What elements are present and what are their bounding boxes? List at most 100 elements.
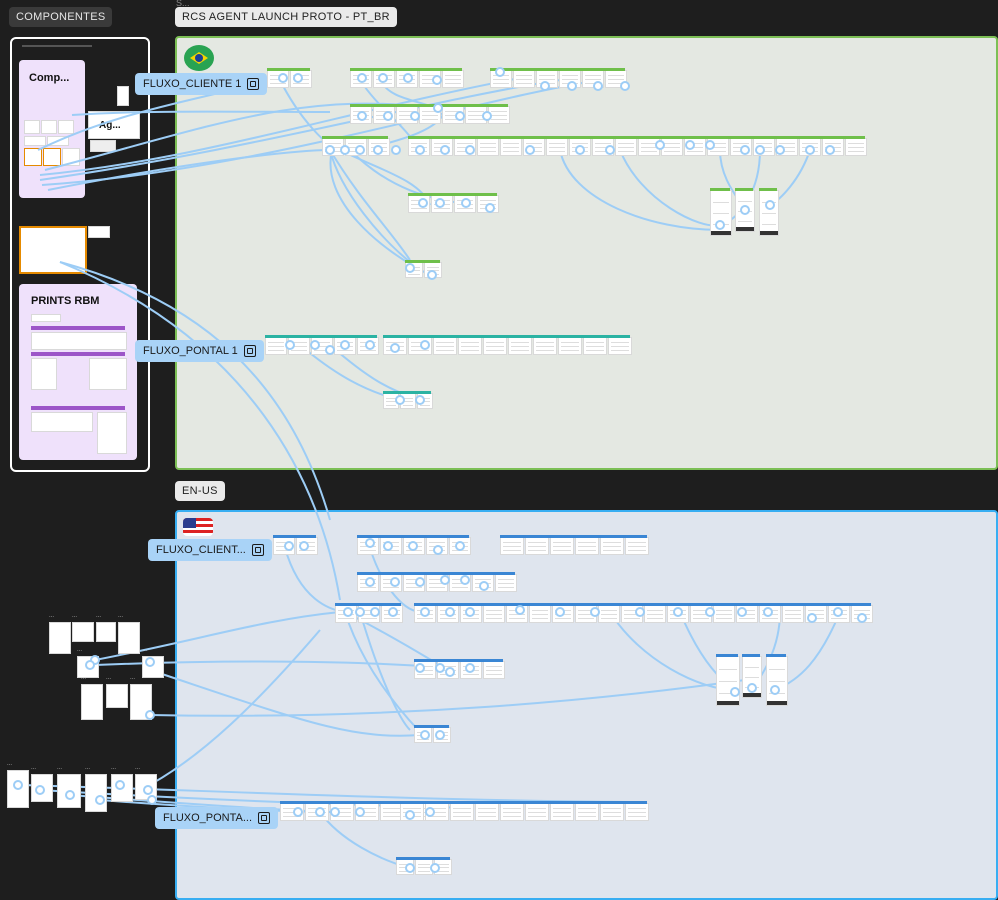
componentes-section-label[interactable]: COMPONENTES [9,7,113,27]
connection-node[interactable] [730,687,740,697]
connection-node[interactable] [482,111,492,121]
connection-node[interactable] [770,685,780,695]
connection-node[interactable] [378,73,388,83]
flow-tag-pt-pontal[interactable]: FLUXO_PONTAL 1 [135,340,264,362]
connection-node[interactable] [705,607,715,617]
comp-frame[interactable] [58,120,74,134]
screen-frame[interactable] [477,138,499,156]
connection-node[interactable] [408,541,418,551]
connection-node[interactable] [405,810,415,820]
connection-node[interactable] [147,795,157,805]
screen-frame[interactable] [483,337,507,355]
print-frame[interactable] [31,326,125,330]
connection-node[interactable] [365,577,375,587]
connection-node[interactable] [415,577,425,587]
screen-frame[interactable] [575,537,599,555]
connection-node[interactable] [590,607,600,617]
connection-node[interactable] [461,198,471,208]
screen-frame[interactable] [558,337,582,355]
screen-frame[interactable] [508,337,532,355]
connection-node[interactable] [435,730,445,740]
prints-rbm-card[interactable]: PRINTS RBM [19,284,137,460]
screen-frame[interactable] [608,337,632,355]
connection-node[interactable] [418,198,428,208]
screen-frame[interactable] [766,656,788,706]
screen-frame[interactable] [483,605,505,623]
connection-node[interactable] [415,663,425,673]
prototype-flow-icon[interactable] [243,345,256,357]
screen-frame[interactable] [550,803,574,821]
connection-node[interactable] [740,205,750,215]
connection-node[interactable] [420,730,430,740]
connection-node[interactable] [525,145,535,155]
connection-node[interactable] [340,340,350,350]
connection-node[interactable] [455,541,465,551]
connection-node[interactable] [293,73,303,83]
connection-node[interactable] [435,663,445,673]
connection-node[interactable] [284,541,294,551]
screen-frame[interactable] [550,537,574,555]
connection-node[interactable] [593,81,603,91]
flow-tag-en-cliente[interactable]: FLUXO_CLIENT... [148,539,272,561]
prototype-flow-icon[interactable] [258,812,271,824]
connection-node[interactable] [747,683,757,693]
connection-node[interactable] [460,575,470,585]
connection-node[interactable] [440,575,450,585]
connection-node[interactable] [479,581,489,591]
connection-node[interactable] [278,73,288,83]
connection-node[interactable] [620,81,630,91]
connection-node[interactable] [555,607,565,617]
screen-frame[interactable] [500,138,522,156]
connection-node[interactable] [330,807,340,817]
orange-component-frame[interactable] [88,226,110,238]
screen-frame[interactable] [529,605,551,623]
connection-node[interactable] [575,145,585,155]
componentes-section[interactable] [10,37,150,472]
connection-node[interactable] [325,345,335,355]
connection-node[interactable] [35,785,45,795]
connection-node[interactable] [410,111,420,121]
connection-node[interactable] [765,200,775,210]
comp-frame[interactable] [41,120,57,134]
print-frame[interactable] [31,358,57,390]
connection-node[interactable] [365,340,375,350]
connection-node[interactable] [390,343,400,353]
screen-frame[interactable] [450,803,474,821]
connection-node[interactable] [340,145,350,155]
connection-node[interactable] [415,395,425,405]
print-frame[interactable] [31,332,127,350]
connection-node[interactable] [13,780,23,790]
connection-node[interactable] [807,613,817,623]
connection-node[interactable] [685,140,695,150]
connection-node[interactable] [343,607,353,617]
connection-node[interactable] [715,220,725,230]
connection-node[interactable] [833,607,843,617]
connection-node[interactable] [325,145,335,155]
connection-node[interactable] [383,111,393,121]
connection-node[interactable] [391,145,401,155]
screen-frame[interactable] [644,605,666,623]
screen-frame[interactable] [598,605,620,623]
connection-node[interactable] [310,340,320,350]
connection-node[interactable] [432,75,442,85]
connection-node[interactable] [427,270,437,280]
screen-frame[interactable] [575,803,599,821]
screen-frame[interactable] [483,661,505,679]
connection-node[interactable] [465,663,475,673]
connection-node[interactable] [755,145,765,155]
connection-node[interactable] [433,103,443,113]
connection-node[interactable] [737,607,747,617]
loose-screen-frame[interactable] [118,622,140,654]
loose-screen-frame[interactable] [106,684,128,708]
screen-frame[interactable] [583,337,607,355]
connection-node[interactable] [430,863,440,873]
connection-node[interactable] [365,538,375,548]
screen-frame[interactable] [380,803,404,821]
connection-node[interactable] [425,807,435,817]
connection-node[interactable] [433,545,443,555]
connection-node[interactable] [405,863,415,873]
connection-node[interactable] [388,607,398,617]
connection-node[interactable] [65,790,75,800]
connection-node[interactable] [299,541,309,551]
screen-frame[interactable] [525,537,549,555]
